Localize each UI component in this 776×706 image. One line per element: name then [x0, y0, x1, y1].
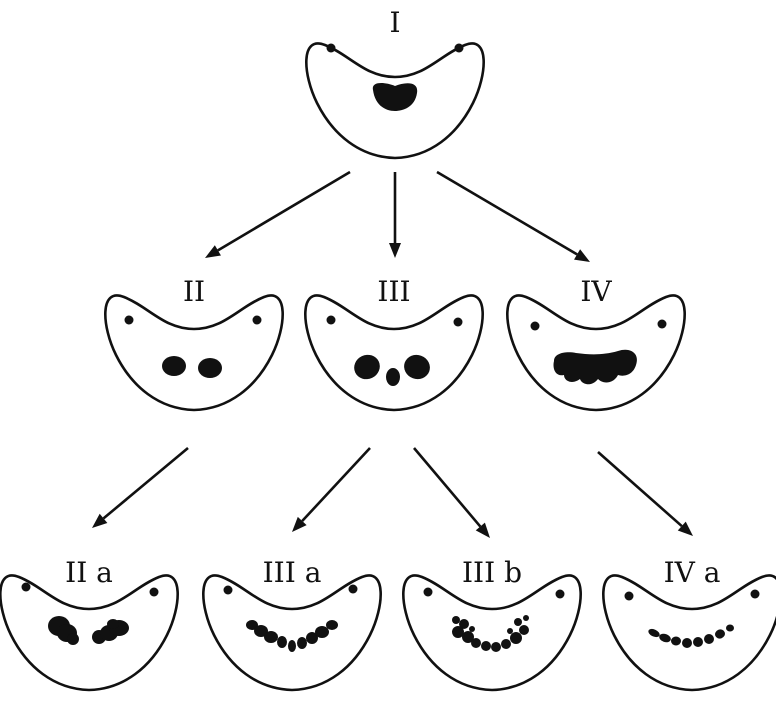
node-II: II — [104, 275, 284, 412]
eye-spot-left — [21, 582, 31, 592]
node-label-IV: IV — [580, 275, 612, 308]
blob-right — [198, 358, 222, 378]
arrow-shaft — [413, 447, 482, 528]
node-I: I — [305, 6, 485, 160]
dash-row — [648, 624, 734, 648]
node-label-IVa: IV a — [664, 556, 721, 589]
blob-left — [162, 356, 186, 376]
eye-spot-left — [530, 321, 540, 331]
eye-spot-left — [423, 587, 433, 597]
node-label-IIa: II a — [65, 556, 113, 589]
arrow-IV-to-IVa — [597, 451, 693, 536]
eye-spot-left — [624, 591, 634, 601]
eye-spot-right — [149, 587, 159, 597]
arrow-III-to-IIIa — [292, 447, 371, 532]
arrow-head — [292, 516, 307, 532]
blob-center — [386, 368, 400, 386]
body-outline — [104, 294, 284, 412]
arrows-layer — [92, 170, 693, 538]
central-blob — [372, 83, 418, 111]
node-IIa: II a — [0, 556, 179, 692]
eye-spot-right — [555, 589, 565, 599]
arrow-I-to-III — [389, 172, 401, 258]
arrow-shaft — [436, 170, 578, 256]
arrow-shaft — [597, 451, 683, 528]
arc-chain — [246, 620, 338, 652]
node-label-IIIa: III a — [263, 556, 322, 589]
arrow-III-to-IIIb — [413, 447, 490, 538]
arrow-I-to-IV — [436, 170, 590, 262]
arrow-II-to-IIa — [92, 447, 189, 528]
eye-spot-right — [454, 43, 464, 53]
arrow-head — [574, 249, 590, 262]
arrow-shaft — [217, 170, 351, 252]
node-III: III — [304, 275, 484, 412]
node-label-IIIb: III b — [462, 556, 522, 589]
cluster-left — [48, 616, 79, 645]
eye-spot-left — [223, 585, 233, 595]
node-label-I: I — [389, 6, 400, 39]
fused-band — [553, 349, 637, 385]
node-label-II: II — [183, 275, 205, 308]
node-IV: IV — [506, 275, 686, 412]
eye-spot-left — [326, 315, 336, 325]
body-outline — [506, 294, 686, 412]
node-IIIa: III a — [202, 556, 382, 692]
arrow-shaft — [102, 447, 189, 520]
node-IIIb: III b — [402, 556, 582, 692]
scattered-arc — [452, 615, 529, 652]
cluster-right — [92, 619, 129, 644]
arrow-head — [677, 521, 693, 536]
arrow-head — [389, 243, 401, 258]
arrow-head — [475, 522, 490, 538]
eye-spot-right — [252, 315, 262, 325]
arrow-head — [92, 513, 108, 528]
eye-spot-left — [124, 315, 134, 325]
body-outline — [304, 294, 484, 412]
eye-spot-right — [750, 589, 760, 599]
blob-left — [354, 354, 380, 380]
eye-spot-right — [657, 319, 667, 329]
node-label-III: III — [377, 275, 410, 308]
arrow-head — [205, 245, 221, 258]
node-IVa: IV a — [602, 556, 776, 692]
blob-right — [404, 354, 430, 380]
eye-spot-right — [453, 317, 463, 327]
arrow-I-to-II — [205, 170, 351, 258]
eye-spot-right — [348, 584, 358, 594]
eye-spot-left — [326, 43, 336, 53]
arrow-shaft — [301, 447, 371, 522]
